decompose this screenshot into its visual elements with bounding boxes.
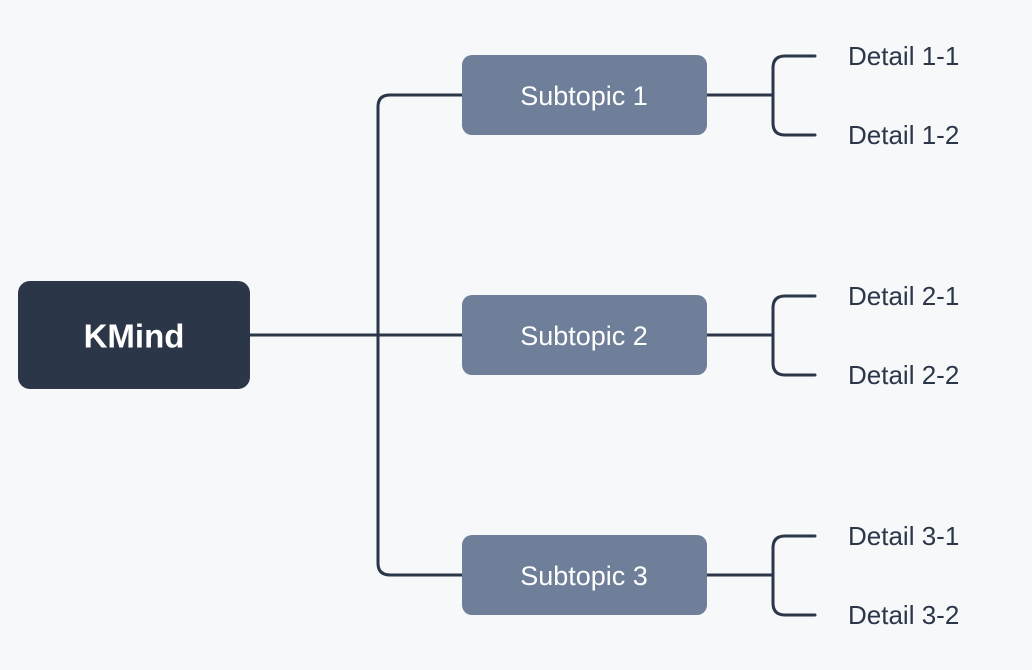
leaf-label-3-1[interactable]: Detail 3-1 (848, 521, 959, 551)
branch-connector-3 (376, 333, 464, 577)
root-trunk-connectors (248, 93, 464, 577)
branch-connector-1 (376, 93, 464, 337)
leaf-bracket-path-2 (771, 294, 817, 377)
root-node-label: KMind (84, 318, 185, 355)
leaf-labels-1: Detail 1-1 Detail 1-2 (848, 41, 959, 150)
leaf-bracket-2 (705, 294, 817, 377)
root-node-shape[interactable] (18, 281, 250, 389)
leaf-labels-3: Detail 3-1 Detail 3-2 (848, 521, 959, 630)
leaf-bracket-path-3 (771, 534, 817, 617)
leaf-label-2-2[interactable]: Detail 2-2 (848, 360, 959, 390)
leaf-label-1-2[interactable]: Detail 1-2 (848, 120, 959, 150)
leaf-bracket-path-1 (771, 54, 817, 137)
leaf-bracket-3 (705, 534, 817, 617)
branch-node-label-3: Subtopic 3 (520, 561, 648, 591)
root-node[interactable]: KMind (18, 281, 250, 389)
leaf-bracket-1 (705, 54, 817, 137)
branch-node-label-2: Subtopic 2 (520, 321, 648, 351)
leaf-label-3-2[interactable]: Detail 3-2 (848, 600, 959, 630)
branch-node-shape-3[interactable] (462, 535, 707, 615)
branch-node-shape-2[interactable] (462, 295, 707, 375)
branch-node-label-1: Subtopic 1 (520, 81, 648, 111)
leaf-label-1-1[interactable]: Detail 1-1 (848, 41, 959, 71)
branch-node-1[interactable]: Subtopic 1 (462, 55, 707, 135)
leaf-label-2-1[interactable]: Detail 2-1 (848, 281, 959, 311)
branch-node-3[interactable]: Subtopic 3 (462, 535, 707, 615)
branch-node-shape-1[interactable] (462, 55, 707, 135)
branch-node-2[interactable]: Subtopic 2 (462, 295, 707, 375)
leaf-labels-2: Detail 2-1 Detail 2-2 (848, 281, 959, 390)
